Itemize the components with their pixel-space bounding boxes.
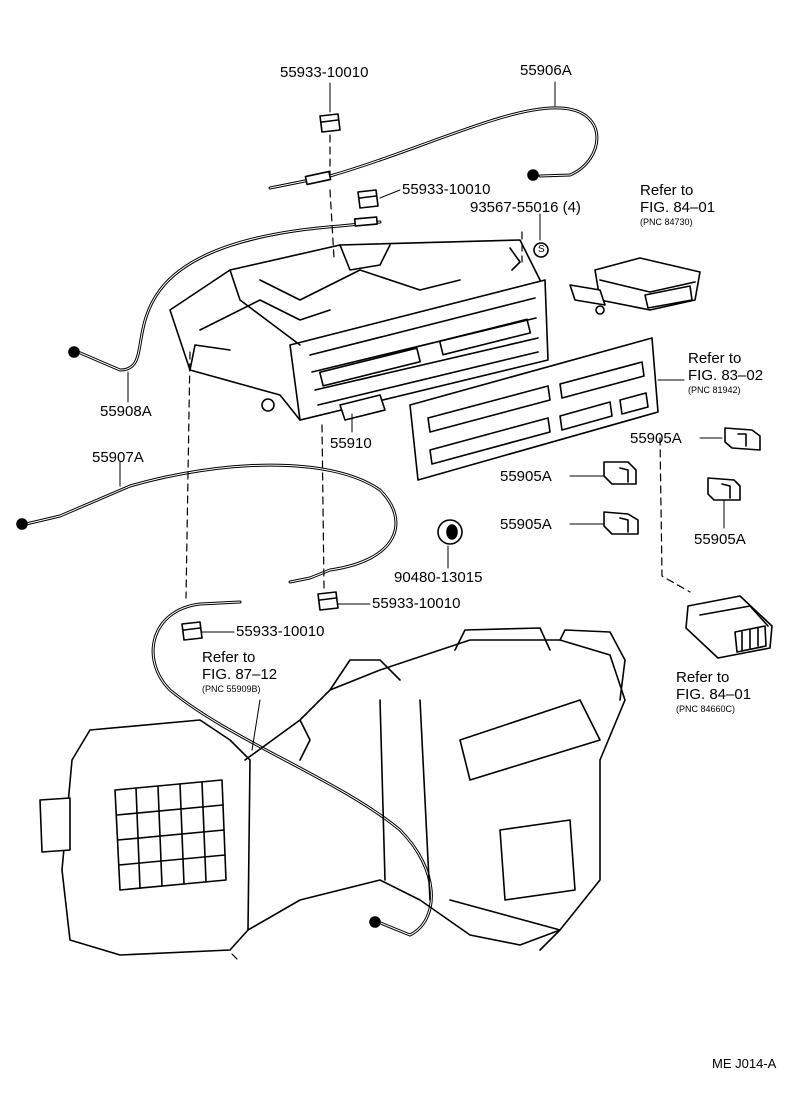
cable-55908a [68,216,382,372]
label-55905a-3: 55905A [500,516,552,533]
bulb-90480 [437,519,463,545]
ref-55909b-pnc: (PNC 55909B) [202,684,261,694]
clamp-55933-mid [357,189,379,209]
label-55905a-2: 55905A [500,468,552,485]
cable-55907a [16,463,398,584]
label-55905a-1: 55905A [630,430,682,447]
ref-84730-title: Refer to [640,182,694,199]
label-55933-10010-top: 55933-10010 [280,64,369,81]
leader-lines [119,81,725,751]
label-55933-10010-mid: 55933-10010 [402,181,491,198]
knob-55905a-1 [724,427,761,451]
label-55907a: 55907A [92,449,144,466]
ref-81942-title: Refer to [688,350,742,367]
ref-55909b-title: Refer to [202,649,256,666]
ref-84660c-pnc: (PNC 84660C) [676,704,736,714]
ref-55909b-fig: FIG. 87–12 [202,666,278,683]
label-55933-10010-bot: 55933-10010 [236,623,325,640]
ref-84660c-title: Refer to [676,669,730,686]
clamp-55933-top [319,113,341,133]
ref-84730-pnc: (PNC 84730) [640,217,693,227]
clamp-55933-bot [181,621,203,641]
knob-55905a-3 [603,511,639,535]
knob-55905a-2 [603,461,637,485]
label-55906a: 55906A [520,62,572,79]
label-55905a-4: 55905A [694,531,746,548]
dashed-leaders [185,134,691,963]
label-55908a: 55908A [100,403,152,420]
label-93567-55016: 93567-55016 (4) [470,199,581,216]
switch-84730 [569,257,701,315]
clamp-55933-low [317,591,339,611]
diagram-code: ME J014-A [712,1056,777,1071]
cable-55909b [151,600,433,937]
label-55910: 55910 [330,435,372,452]
label-90480-13015: 90480-13015 [394,569,483,586]
knob-55905a-4 [707,477,741,501]
control-head-55910 [169,239,549,421]
switch-84660c [685,595,773,659]
ref-81942-pnc: (PNC 81942) [688,385,741,395]
ref-81942-fig: FIG. 83–02 [688,367,764,384]
ref-84730-fig: FIG. 84–01 [640,199,716,216]
panel-81942 [409,337,659,481]
heater-unit [39,627,626,956]
screw-symbol-circle [533,242,549,258]
label-55933-10010-low: 55933-10010 [372,595,461,612]
screw-symbol: S [538,244,545,255]
ref-84660c-fig: FIG. 84–01 [676,686,752,703]
cable-55906a [268,106,599,190]
